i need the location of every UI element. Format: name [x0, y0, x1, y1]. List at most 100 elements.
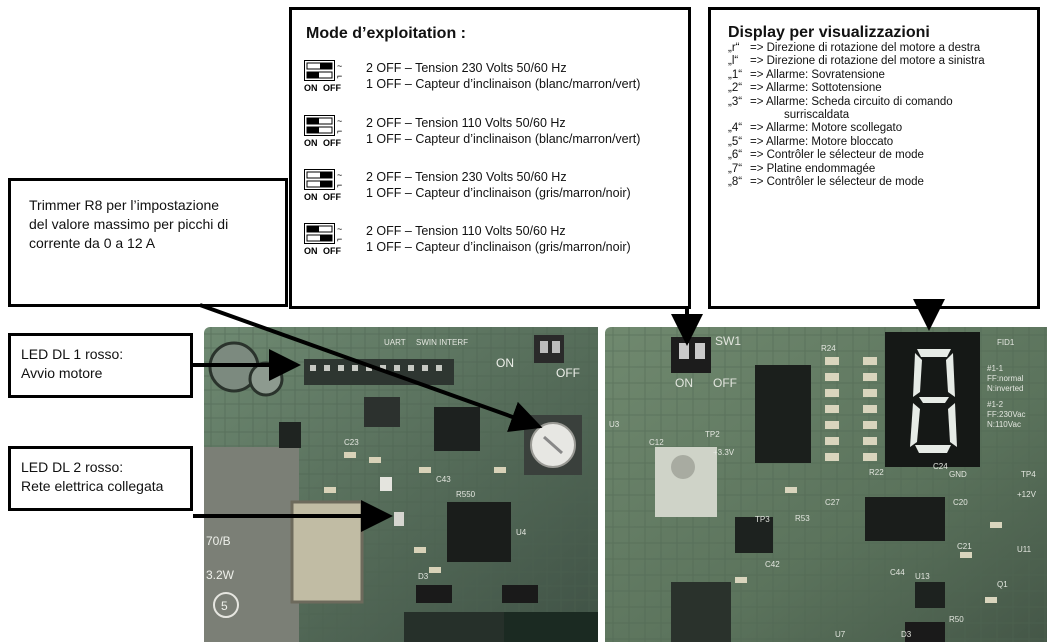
dip-switch-icon: ~ ⌐ ON OFF — [304, 223, 342, 256]
display-item-l: „l“=> Direzione di rotazione del motore … — [728, 55, 1037, 68]
dip-sym-2: ⌐ — [337, 234, 342, 244]
display-key: „1“ — [728, 68, 743, 81]
display-item-8: „8“ => Contrôler le sélecteur de mode — [728, 176, 1037, 189]
silk-c20: C20 — [953, 498, 968, 507]
silk-sw1: SW1 — [715, 334, 741, 348]
display-text: => Allarme: Motore scollegato — [750, 122, 903, 135]
silk-on-left: ON — [496, 356, 514, 370]
silk-uart: UART — [384, 338, 406, 347]
silk-w: 3.2W — [206, 568, 235, 582]
silk-fid: FID1 — [997, 338, 1015, 347]
trimmer-callout-line-2: del valore massimo per picchi di — [29, 216, 229, 232]
mode-row-2-line-2: 1 OFF – Capteur d’inclinaison (blanc/mar… — [366, 132, 641, 146]
silk-c12: C12 — [649, 438, 664, 447]
led-dl1-callout: LED DL 1 rosso: Avvio motore — [8, 333, 193, 398]
silk-c42: C42 — [765, 560, 780, 569]
display-item-4: „4“=> Allarme: Motore scollegato — [728, 122, 1037, 135]
silk-r50: R50 — [949, 615, 964, 624]
silk-r53: R53 — [795, 514, 810, 523]
dip-sym-1: ~ — [337, 116, 342, 126]
dip-sym-1: ~ — [337, 170, 342, 180]
led-dl2-callout-line-1: LED DL 2 rosso: — [21, 459, 124, 475]
mode-row-1-line-2: 1 OFF – Capteur d’inclinaison (blanc/mar… — [366, 77, 641, 91]
display-key: „8“ — [728, 176, 743, 189]
silk-r550: R550 — [456, 490, 476, 499]
display-text: => Contrôler le sélecteur de mode — [750, 176, 924, 189]
display-item-2: „2“ => Allarme: Sottotensione — [728, 82, 1037, 95]
dip-off-label: OFF — [323, 246, 341, 256]
mode-row-1-line-1: 2 OFF – Tension 230 Volts 50/60 Hz — [366, 61, 567, 75]
silk-c27: C27 — [825, 498, 840, 507]
silk-u13: U13 — [915, 572, 930, 581]
display-text: => Allarme: Motore bloccato — [750, 135, 894, 148]
display-item-7: „7“ => Platine endommagée — [728, 163, 1037, 176]
trimmer-callout-line-3: corrente da 0 a 12 A — [29, 235, 156, 251]
display-text: => Contrôler le sélecteur de mode — [750, 149, 924, 162]
silk-legend-2: FF:normal — [987, 374, 1024, 383]
silk-12v: +12V — [1017, 490, 1037, 499]
display-key: „5“ — [728, 135, 743, 148]
dip-on-label: ON — [304, 138, 318, 148]
mode-row-3-line-2: 1 OFF – Capteur d’inclinaison (gris/marr… — [366, 186, 631, 200]
display-panel-title: Display per visualizzazioni — [728, 24, 930, 41]
silk-c21: C21 — [957, 542, 972, 551]
dip-off-label: OFF — [323, 83, 341, 93]
display-key: „r“ — [728, 42, 740, 54]
dip-sym-2: ⌐ — [337, 126, 342, 136]
trimmer-callout: Trimmer R8 per l’impostazione del valore… — [8, 178, 288, 307]
silk-u4: U4 — [516, 528, 527, 537]
display-text: => Platine endommagée — [750, 162, 876, 175]
mode-row-4-line-2: 1 OFF – Capteur d’inclinaison (gris/marr… — [366, 240, 631, 254]
silk-tp4: TP4 — [1021, 470, 1036, 479]
silk-u11: U11 — [1017, 545, 1032, 554]
dip-sym-2: ⌐ — [337, 71, 342, 81]
silk-r22: R22 — [869, 468, 884, 477]
led-dl1-callout-line-1: LED DL 1 rosso: — [21, 346, 124, 362]
display-text: => Allarme: Scheda circuito di comando — [750, 95, 953, 108]
silk-c23: C23 — [344, 438, 359, 447]
dip-switch-icon: ~ ⌐ ON OFF — [304, 115, 342, 148]
dip-sym-1: ~ — [337, 61, 342, 71]
trimmer-callout-line-1: Trimmer R8 per l’impostazione — [29, 197, 220, 213]
silk-tp2: TP2 — [705, 430, 720, 439]
display-key: „6“ — [728, 149, 743, 162]
display-panel: Display per visualizzazioni „r“=> Direzi… — [708, 7, 1040, 309]
dip-switch-icon: ~ ⌐ ON OFF — [304, 60, 342, 93]
mode-row-2-line-1: 2 OFF – Tension 110 Volts 50/60 Hz — [366, 116, 566, 130]
silk-d3: D3 — [901, 630, 912, 639]
silk-tp3: TP3 — [755, 515, 770, 524]
led-dl2-callout: LED DL 2 rosso: Rete elettrica collegata — [8, 446, 193, 511]
silk-q1: Q1 — [997, 580, 1008, 589]
mode-row-4-line-1: 2 OFF – Tension 110 Volts 50/60 Hz — [366, 224, 566, 238]
dip-on-label: ON — [304, 83, 318, 93]
silk-legend-1: #1-1 — [987, 364, 1004, 373]
silk-legend-5: FF:230Vac — [987, 410, 1026, 419]
display-item-3: „3“=> Allarme: Scheda circuito di comand… — [728, 96, 1037, 109]
silk-c43: C43 — [436, 475, 451, 484]
mode-panel: Mode d’exploitation : ~ ⌐ ON OFF 2 OFF –… — [289, 7, 691, 309]
silk-off-right: OFF — [713, 376, 737, 390]
display-item-1: „1“=> Allarme: Sovratensione — [728, 69, 1037, 82]
display-item-6: „6“ => Contrôler le sélecteur de mode — [728, 149, 1037, 162]
display-item-3-cont: surriscaldata — [728, 109, 1037, 122]
pcb-photo-right: ON OFF SW1 FID1 #1-1 FF:normal N:inverte… — [605, 327, 1047, 642]
mode-row-3-line-1: 2 OFF – Tension 230 Volts 50/60 Hz — [366, 170, 567, 184]
dip-on-label: ON — [304, 192, 318, 202]
pcb-photo-left: UART SWIN INTERF C23 R550 C43 U4 D3 ON O… — [204, 327, 598, 642]
silk-legend-4: #1-2 — [987, 400, 1004, 409]
display-text: => Allarme: Sottotensione — [750, 82, 882, 95]
silk-off-left: OFF — [556, 366, 580, 380]
display-key: „l“ — [728, 55, 739, 68]
silk-gnd: GND — [949, 470, 967, 479]
silk-swin: SWIN INTERF — [416, 338, 468, 347]
display-key: „2“ — [728, 82, 743, 95]
mode-panel-title: Mode d’exploitation : — [306, 25, 466, 42]
dip-switch-icon: ~ ⌐ ON OFF — [304, 169, 342, 202]
silk-c24: C24 — [933, 462, 948, 471]
silk-rb: 70/B — [206, 534, 231, 548]
display-key: „7“ — [728, 162, 743, 175]
dip-sym-2: ⌐ — [337, 180, 342, 190]
display-item-r: „r“=> Direzione di rotazione del motore … — [728, 42, 1037, 55]
display-text: surriscaldata — [784, 109, 850, 122]
silk-r24: R24 — [821, 344, 836, 353]
